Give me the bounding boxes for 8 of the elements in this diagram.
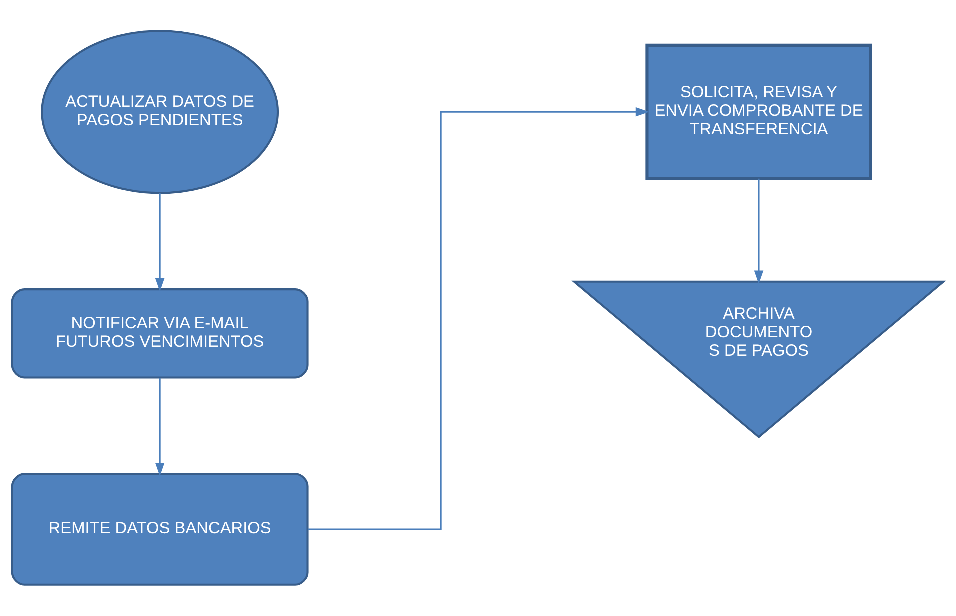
arrow [155,378,165,476]
node-ellipse: ACTUALIZAR DATOS DE PAGOS PENDIENTES [41,30,280,194]
arrow [155,193,165,292]
node-box: SOLICITA, REVISA Y ENVIA COMPROBANTE DE TRANSFERENCIA [646,44,872,180]
node-box: NOTIFICAR VIA E-MAIL FUTUROS VENCIMIENTOS [11,288,309,379]
node-box: REMITE DATOS BANCARIOS [11,473,309,586]
arrow [754,178,764,284]
arrow [308,107,650,530]
